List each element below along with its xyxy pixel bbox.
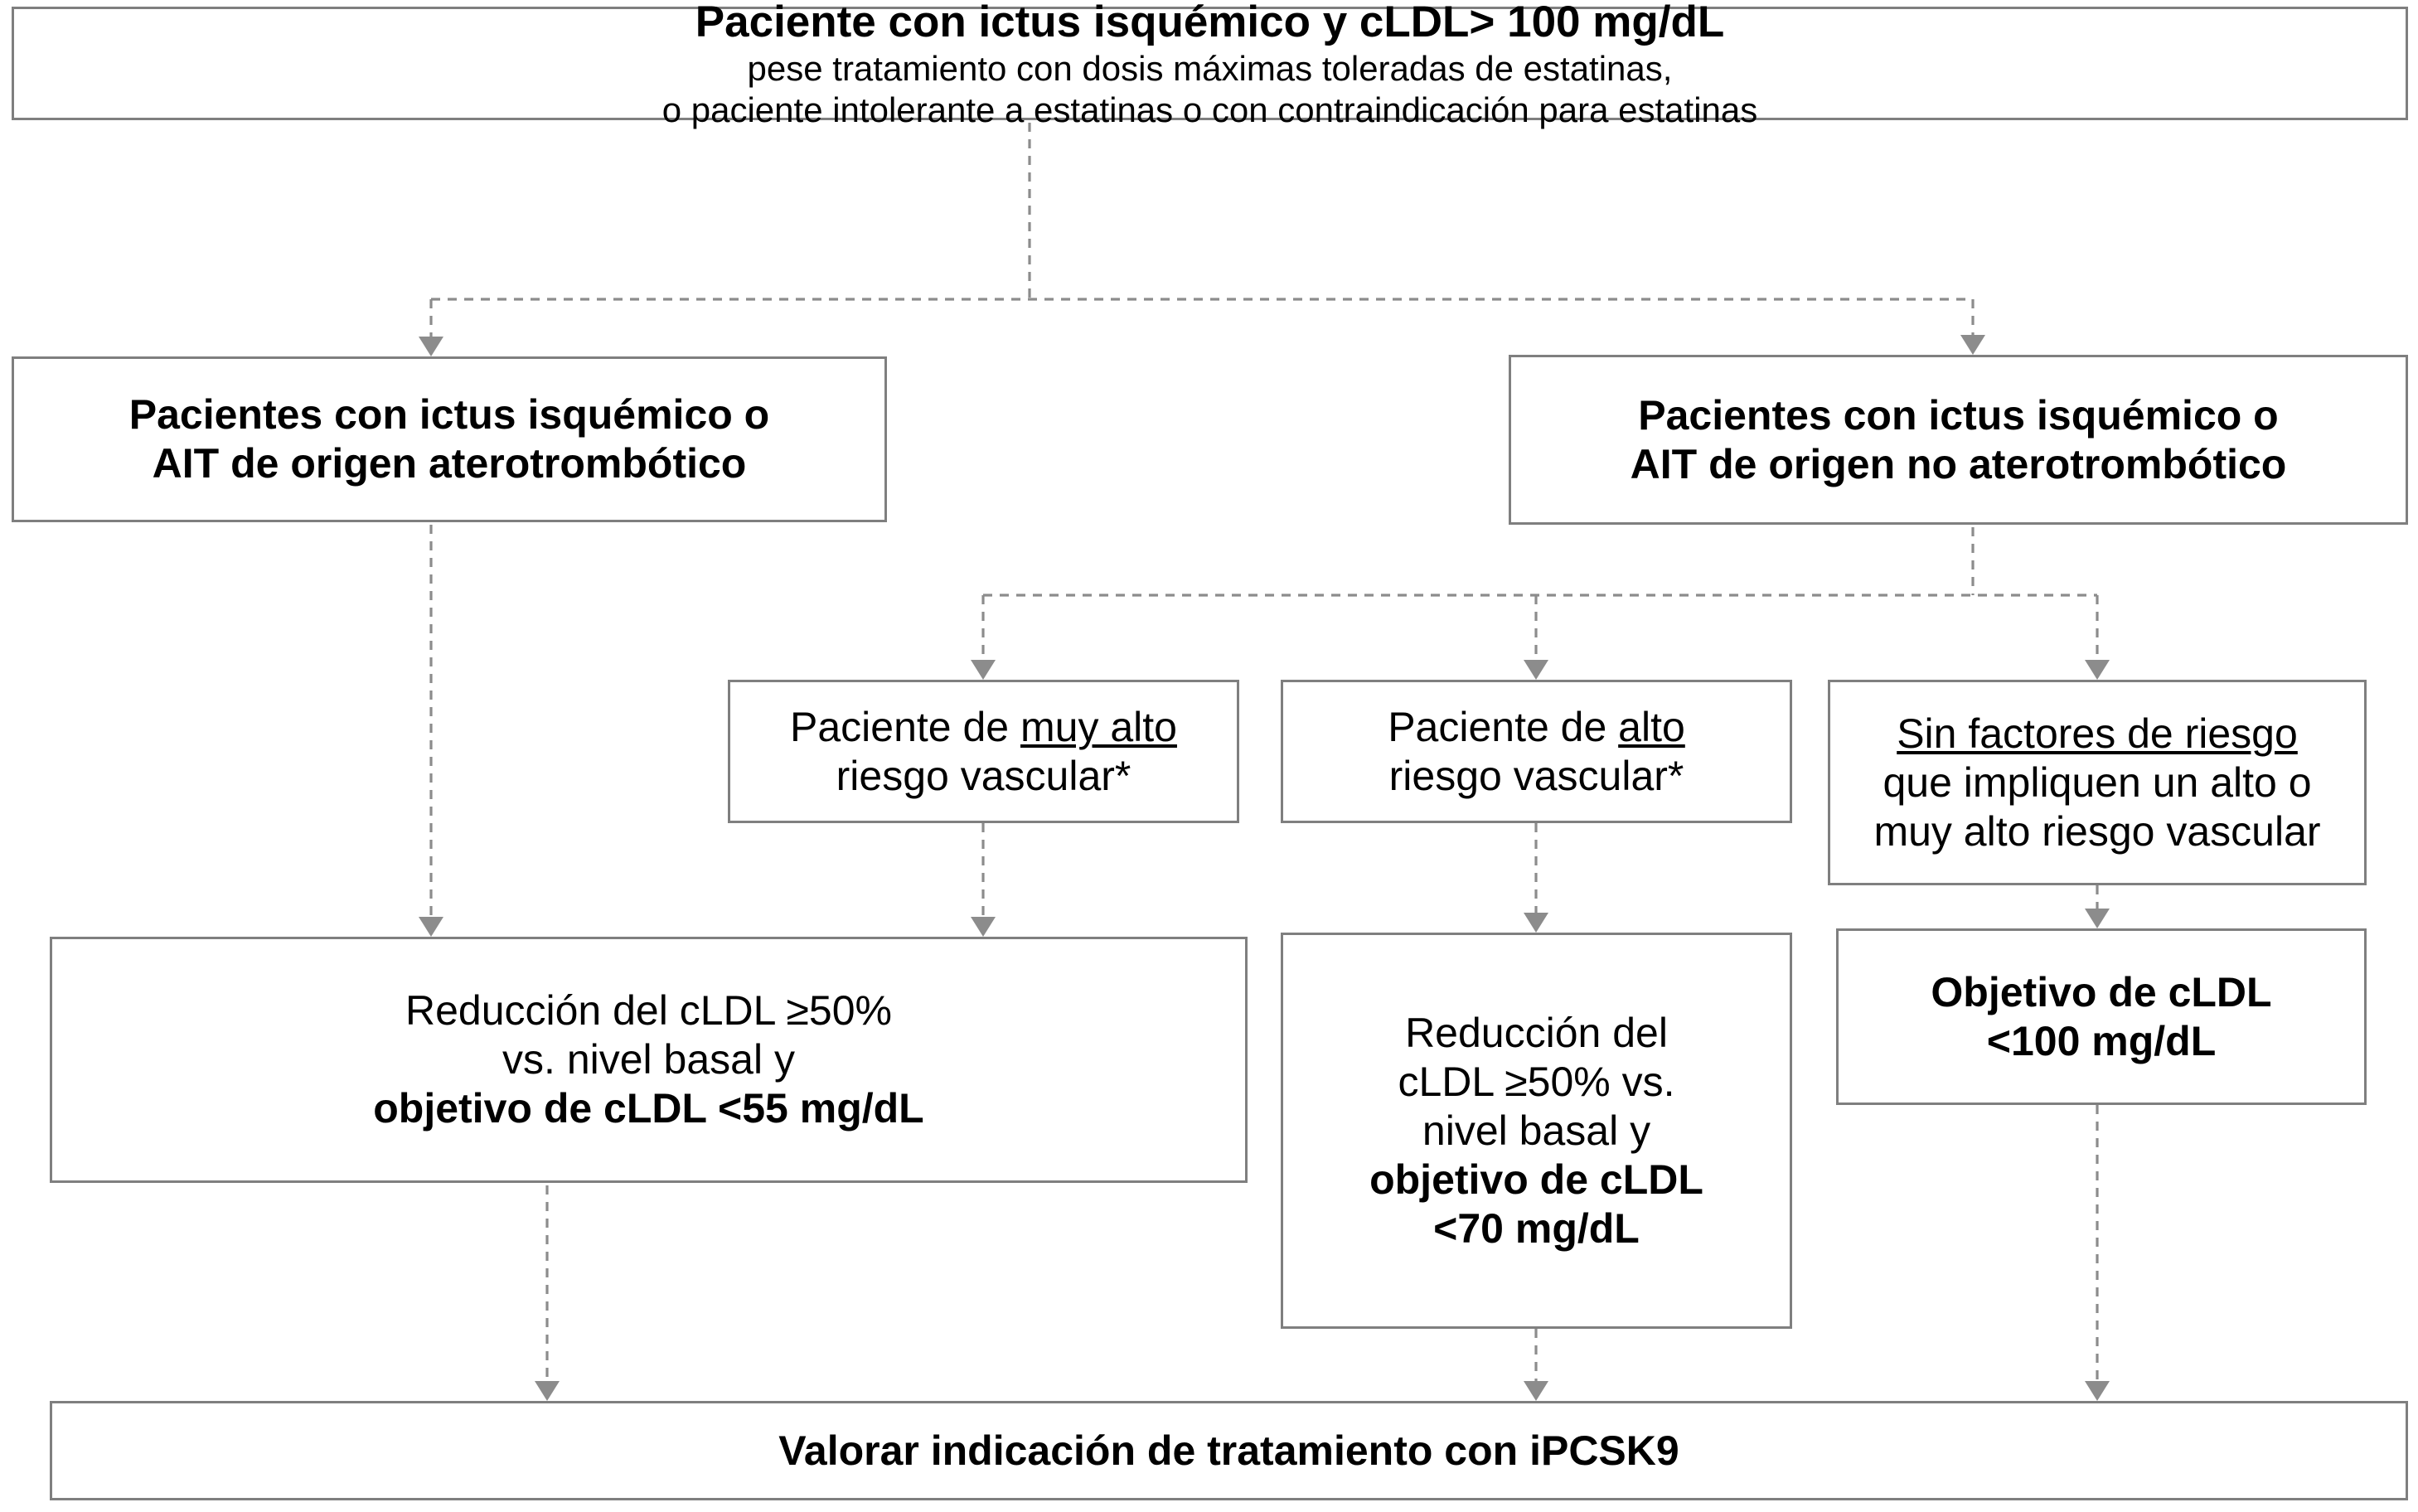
outcome-no-risk-line-2: <100 mg/dL [1986,1017,2217,1064]
arrowhead-none [2085,660,2110,680]
high-risk-emphasis: alto [1618,703,1685,750]
no-risk-factors-line-2: que impliquen un alto o [1883,758,2312,806]
very-high-risk-line-2: riesgo vascular* [836,752,1131,799]
arrowhead-left-final [535,1381,560,1401]
outcome-no-risk-line-1: Objetivo de cLDL [1931,968,2272,1015]
arrowhead-veryhigh-outcome [971,917,996,937]
outcome-very-high-line-1: Reducción del cLDL ≥50% [405,987,893,1034]
box-final-recommendation: Valorar indicación de tratamiento con iP… [50,1401,2408,1500]
box-outcome-very-high: Reducción del cLDL ≥50% vs. nivel basal … [50,937,1248,1183]
criteria-heading: Paciente con ictus isquémico y cLDL> 100… [695,0,1725,46]
criteria-line-2: pese tratamiento con dosis máximas toler… [747,49,1673,89]
outcome-high-target-line-2: <70 mg/dL [1433,1204,1640,1252]
arrowhead-high [1524,660,1548,680]
box-atherothrombotic: Pacientes con ictus isquémico o AIT de o… [12,356,887,522]
no-risk-factors-emphasis: Sin factores de riesgo [1897,710,2298,757]
very-high-risk-emphasis: muy alto [1020,703,1177,750]
high-risk-lead: Paciente de [1388,703,1619,750]
outcome-high-line-1: Reducción del [1405,1009,1668,1056]
arrowhead-right-level2 [1960,335,1985,355]
criteria-line-3: o paciente intolerante a estatinas o con… [661,90,1758,129]
box-no-risk-factors: Sin factores de riesgo que impliquen un … [1828,680,2367,885]
arrowhead-middle-final [1524,1381,1548,1401]
box-very-high-risk: Paciente de muy alto riesgo vascular* [728,680,1239,823]
outcome-high-target-line-1: objetivo de cLDL [1369,1156,1703,1203]
final-recommendation-text: Valorar indicación de tratamiento con iP… [778,1427,1679,1474]
no-risk-factors-line-3: muy alto riesgo vascular [1873,807,2321,855]
atherothrombotic-line-2: AIT de origen aterotrombótico [152,440,747,487]
outcome-high-line-2: cLDL ≥50% vs. [1398,1058,1675,1105]
very-high-risk-line-1: Paciente de muy alto [744,703,1224,752]
box-outcome-no-risk: Objetivo de cLDL <100 mg/dL [1836,928,2367,1105]
box-outcome-high: Reducción del cLDL ≥50% vs. nivel basal … [1281,933,1792,1329]
very-high-risk-lead: Paciente de [790,703,1020,750]
arrowhead-left-level2 [419,337,443,356]
arrowhead-right-final [2085,1381,2110,1401]
arrowhead-veryhigh [971,660,996,680]
arrowhead-none-outcome [2085,909,2110,928]
atherothrombotic-line-1: Pacientes con ictus isquémico o [128,391,770,438]
box-high-risk: Paciente de alto riesgo vascular* [1281,680,1792,823]
outcome-very-high-line-2: vs. nivel basal y [502,1036,795,1083]
arrowhead-high-outcome [1524,913,1548,933]
high-risk-line-1: Paciente de alto [1296,703,1776,752]
outcome-high-line-3: nivel basal y [1422,1107,1651,1154]
non-atherothrombotic-line-1: Pacientes con ictus isquémico o [1638,391,2279,439]
box-patient-criteria: Paciente con ictus isquémico y cLDL> 100… [12,0,2408,129]
outcome-very-high-target: objetivo de cLDL <55 mg/dL [373,1085,924,1132]
box-non-atherothrombotic: Pacientes con ictus isquémico o AIT de o… [1509,355,2408,525]
arrowhead-left-outcome [419,917,443,937]
high-risk-line-2: riesgo vascular* [1388,752,1684,799]
non-atherothrombotic-line-2: AIT de origen no aterotrombótico [1630,440,2287,487]
